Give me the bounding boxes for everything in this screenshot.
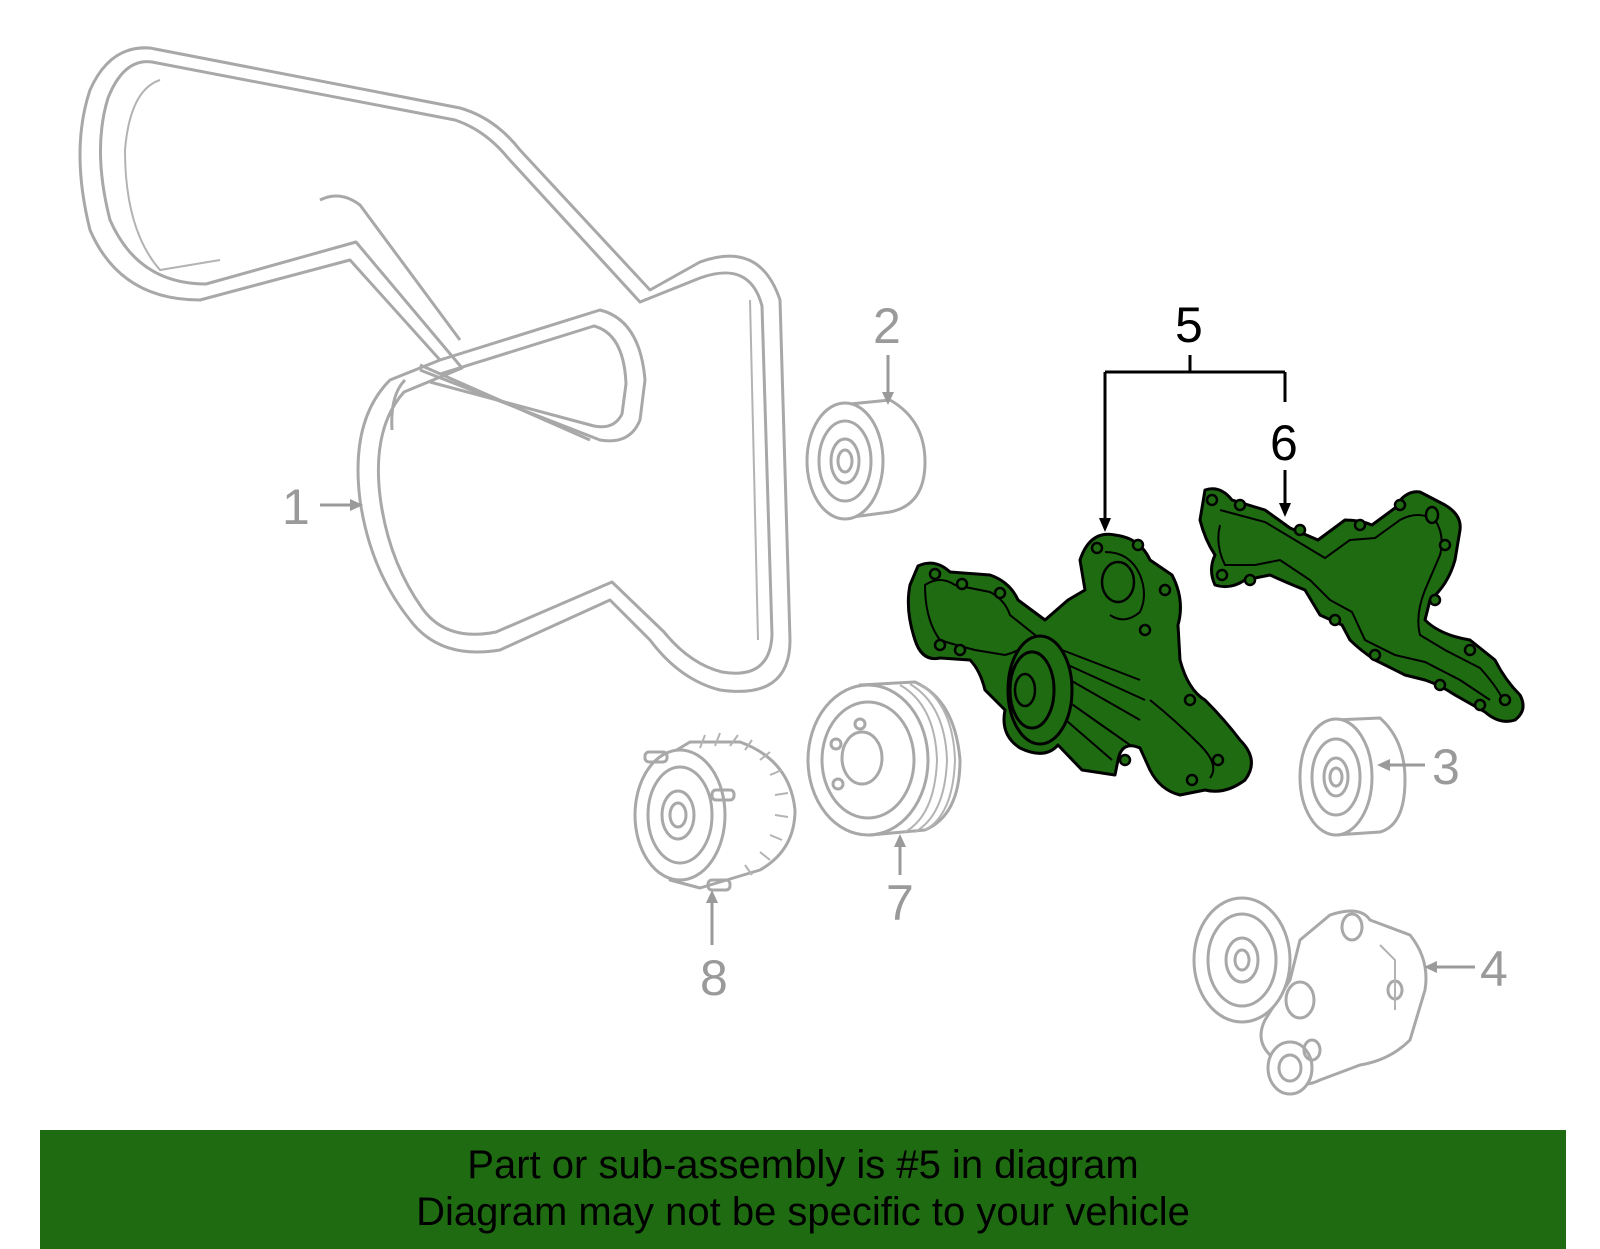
- callout-2: 2: [873, 298, 901, 354]
- serpentine-belt[interactable]: [78, 46, 792, 693]
- crankshaft-pulley[interactable]: [806, 680, 962, 837]
- callout-3: 3: [1432, 739, 1460, 795]
- callout-7: 7: [886, 875, 914, 931]
- leader-lines: [320, 355, 1475, 973]
- idler-pulley-upper[interactable]: [805, 398, 927, 521]
- water-pump-assembly[interactable]: [906, 532, 1253, 797]
- callout-5: 5: [1175, 297, 1203, 353]
- callout-8: 8: [700, 950, 728, 1006]
- fan-clutch[interactable]: [633, 732, 797, 892]
- banner-line-2: Diagram may not be specific to your vehi…: [416, 1190, 1190, 1234]
- callout-6: 6: [1270, 415, 1298, 471]
- info-banner: Part or sub-assembly is #5 in diagram Di…: [40, 1130, 1566, 1249]
- callout-4: 4: [1480, 941, 1508, 997]
- idler-pulley-lower[interactable]: [1298, 716, 1407, 837]
- banner-line-1: Part or sub-assembly is #5 in diagram: [467, 1143, 1139, 1187]
- callout-1: 1: [282, 479, 310, 535]
- water-pump-gasket[interactable]: [1198, 487, 1525, 723]
- belt-tensioner[interactable]: [1192, 896, 1428, 1096]
